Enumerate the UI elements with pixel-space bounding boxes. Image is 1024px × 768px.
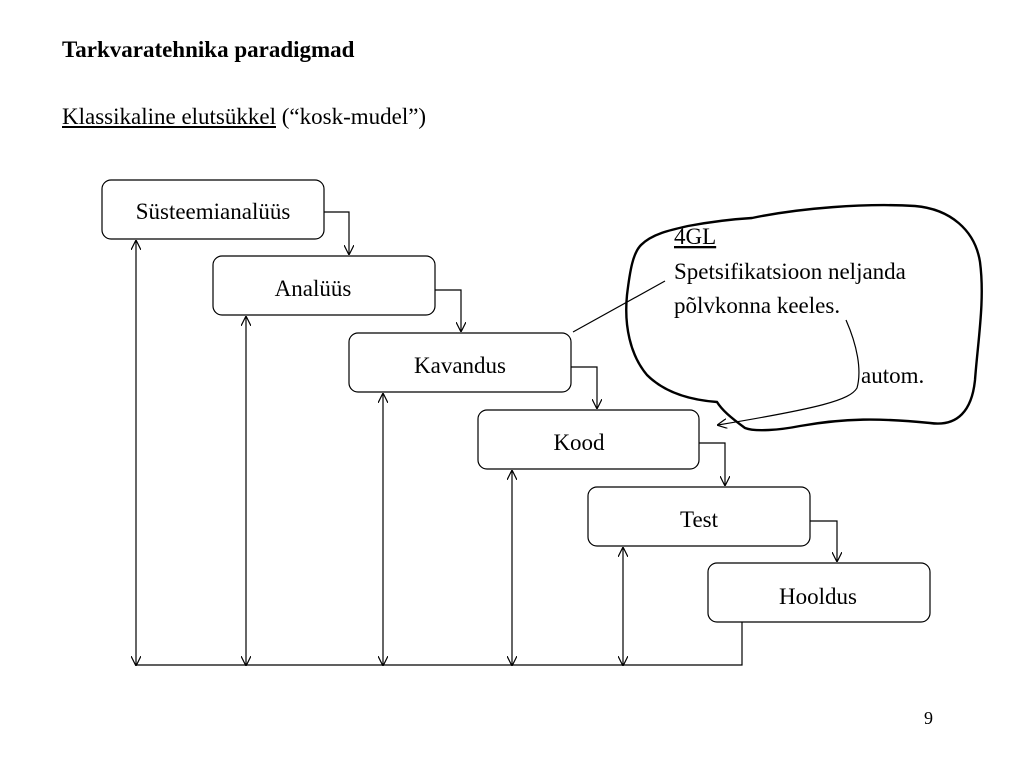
stage-box-design: Kavandus bbox=[348, 332, 572, 393]
cascade-connectors bbox=[324, 211, 837, 561]
stage-box-maintenance: Hooldus bbox=[707, 562, 931, 623]
stage-box-analysis: Analüüs bbox=[212, 255, 436, 316]
stage-box-systems-analysis: Süsteemianalüüs bbox=[101, 179, 325, 240]
note-pointer-line bbox=[572, 280, 666, 333]
connector-arrow bbox=[435, 289, 461, 331]
subtitle-rest: (“kosk-mudel”) bbox=[276, 104, 427, 129]
annotation-4gl: 4GL Spetsifikatsioon neljanda põlvkonna … bbox=[572, 203, 983, 432]
stage-label: Süsteemianalüüs bbox=[136, 199, 291, 224]
page-number: 9 bbox=[924, 708, 933, 728]
connector-arrow bbox=[324, 211, 349, 254]
connector-arrow bbox=[571, 366, 597, 408]
subtitle-underlined: Klassikaline elutsükkel bbox=[62, 104, 276, 129]
stage-label: Hooldus bbox=[779, 584, 857, 609]
feedback-baseline bbox=[136, 622, 743, 666]
stage-box-code: Kood bbox=[477, 409, 700, 470]
feedback-lines bbox=[136, 241, 743, 666]
stage-box-test: Test bbox=[587, 486, 811, 547]
stage-label: Kood bbox=[553, 430, 605, 455]
autom-label: autom. bbox=[861, 363, 924, 388]
stage-label: Kavandus bbox=[414, 353, 506, 378]
stage-label: Test bbox=[680, 507, 719, 532]
freehand-bubble bbox=[625, 203, 983, 432]
connector-arrow bbox=[699, 442, 725, 485]
note-line-1: Spetsifikatsioon neljanda bbox=[674, 259, 906, 284]
autom-arrow bbox=[718, 319, 860, 425]
connector-arrow bbox=[810, 520, 837, 561]
note-heading: 4GL bbox=[674, 224, 716, 249]
slide-title: Tarkvaratehnika paradigmad bbox=[62, 37, 355, 62]
note-line-2: põlvkonna keeles. bbox=[674, 293, 840, 318]
stage-label: Analüüs bbox=[275, 276, 352, 301]
slide-subtitle: Klassikaline elutsükkel (“kosk-mudel”) bbox=[62, 104, 426, 130]
